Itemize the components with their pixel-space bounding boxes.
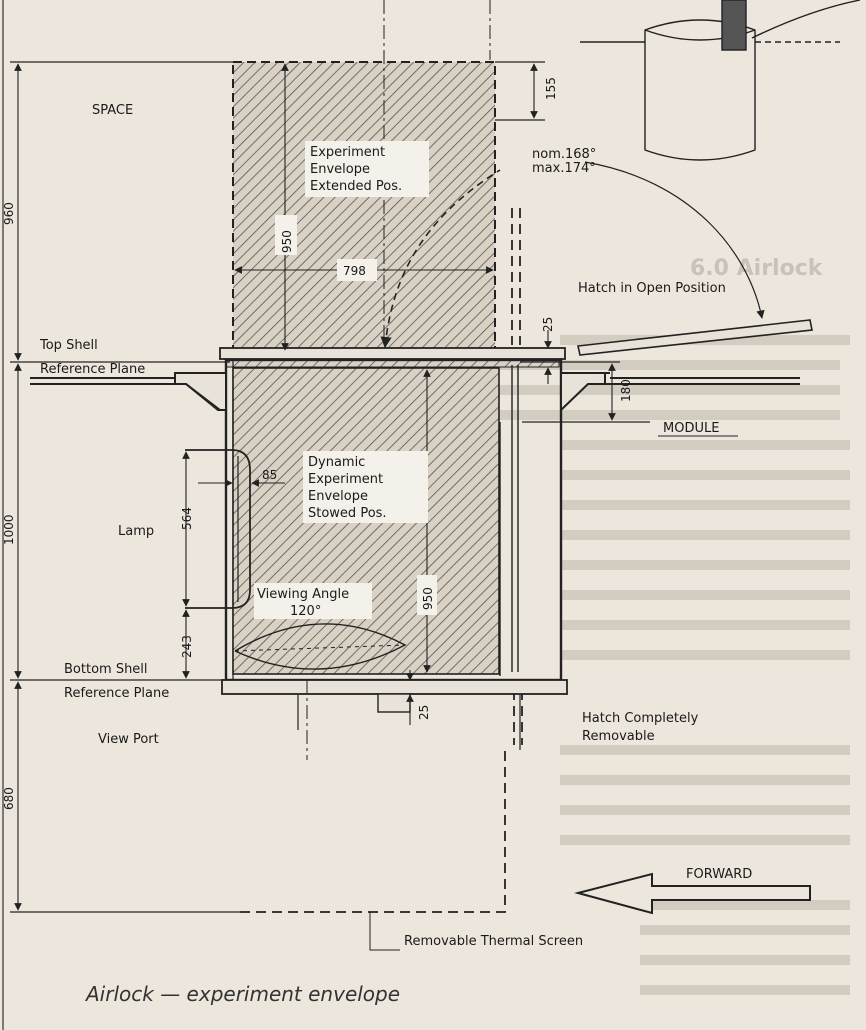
dim-85: 85 (262, 468, 277, 482)
module-structure (30, 372, 800, 413)
dim-1000: 1000 (2, 514, 16, 545)
label-top-shell: Top Shell (39, 338, 98, 353)
label-bottom-shell: Bottom Shell (64, 662, 148, 677)
envelope-extended-line1: Experiment (310, 145, 385, 160)
label-thermal-screen: Removable Thermal Screen (404, 934, 583, 949)
top-shell (219, 347, 566, 360)
dim-798: 798 (343, 264, 366, 278)
label-viewing-angle-value: 120° (290, 604, 321, 619)
dim-243: 243 (180, 635, 194, 658)
envelope-extended-line3: Extended Pos. (310, 179, 402, 194)
label-space: SPACE (92, 103, 133, 118)
dim-180: 180 (619, 379, 633, 402)
hatch-open (577, 319, 813, 356)
dim-25-top: 25 (541, 317, 555, 332)
envelope-stowed-line4: Stowed Pos. (308, 506, 387, 521)
envelope-stowed-line1: Dynamic (308, 455, 365, 470)
thermal-screen (240, 745, 506, 913)
dim-680: 680 (2, 787, 16, 810)
label-forward: FORWARD (686, 867, 752, 882)
forward-arrow (574, 872, 811, 915)
figure-caption: Airlock — experiment envelope (84, 982, 400, 1006)
dim-25-bottom: 25 (417, 705, 431, 720)
label-hatch-angle-max: max.174° (532, 161, 596, 176)
label-viewing-angle: Viewing Angle (257, 587, 349, 602)
label-view-port: View Port (98, 732, 159, 747)
label-hatch-removable-1: Hatch Completely (582, 711, 699, 726)
lamp (185, 449, 251, 609)
label-lamp: Lamp (118, 524, 154, 539)
background-heading: 6.0 Airlock (690, 256, 824, 281)
envelope-stowed-line2: Experiment (308, 472, 383, 487)
dim-155: 155 (544, 77, 558, 100)
view-port (377, 693, 411, 713)
dim-960: 960 (2, 202, 16, 225)
label-bottom-reference-plane: Reference Plane (64, 686, 169, 701)
bottom-shell (221, 679, 568, 695)
dim-564: 564 (180, 507, 194, 530)
label-top-reference-plane: Reference Plane (40, 362, 145, 377)
label-hatch-removable-2: Removable (582, 729, 655, 744)
label-hatch-open: Hatch in Open Position (578, 281, 726, 296)
dim-950-top: 950 (280, 230, 294, 253)
experiment-envelope-extended (232, 61, 496, 353)
label-module: MODULE (663, 421, 719, 436)
envelope-extended-line2: Envelope (310, 162, 370, 177)
cylinder-sketch (580, 0, 861, 161)
envelope-stowed-line3: Envelope (308, 489, 368, 504)
label-hatch-angle-nom: nom.168° (532, 147, 596, 162)
dim-950-bottom: 950 (421, 587, 435, 610)
